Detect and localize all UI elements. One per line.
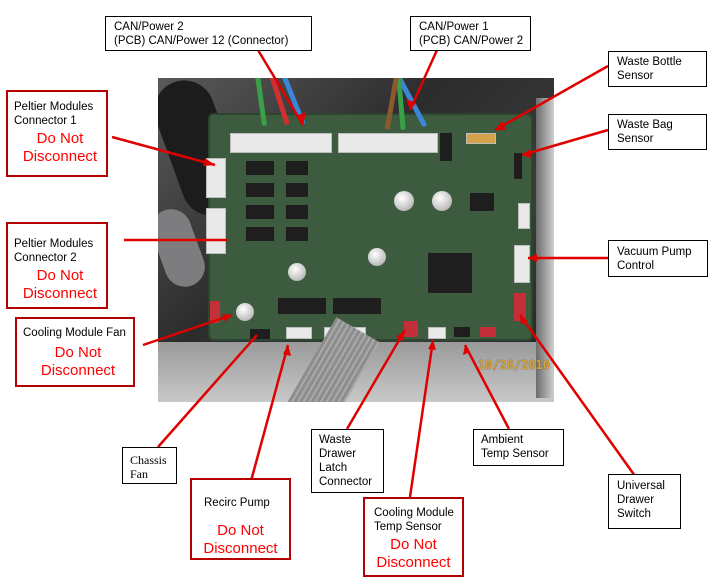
peltier-connector-1 [206, 158, 226, 198]
recirc-pump-label: Recirc Pump [204, 497, 270, 509]
chassis-wall [536, 98, 554, 398]
peltier-2-label: Peltier Modules Connector 2 [14, 238, 94, 264]
can-power-1-line1: CAN/Power 1 [419, 21, 489, 33]
top-black-connector [440, 133, 452, 161]
cooling-fan-connector [210, 301, 220, 323]
recirc-pump-warning: Do Not Disconnect [203, 522, 278, 557]
callout-ambient-temp-sensor: Ambient Temp Sensor [473, 429, 564, 466]
ambient-temp-sensor-label: Ambient Temp Sensor [481, 434, 549, 460]
peltier-connector-2 [206, 208, 226, 254]
callout-peltier-connector-2: Peltier Modules Connector 2 Do Not Disco… [6, 222, 108, 309]
callout-can-power-2: CAN/Power 2 (PCB) CAN/Power 12 (Connecto… [105, 16, 312, 51]
spare-red-connector [480, 327, 496, 337]
mosfet [286, 161, 308, 175]
callout-peltier-connector-1: Peltier Modules Connector 1 Do Not Disco… [6, 90, 108, 177]
vacuum-pump-connector [514, 245, 530, 283]
top-header-left [230, 133, 332, 153]
callout-cooling-module-fan: Cooling Module Fan Do Not Disconnect [15, 317, 135, 387]
side-connector [518, 203, 530, 229]
waste-bag-sensor-label: Waste Bag Sensor [617, 119, 673, 145]
callout-universal-drawer-switch: Universal Drawer Switch [608, 474, 681, 529]
cooling-fan-warning: Do Not Disconnect [40, 344, 116, 379]
cooling-fan-label: Cooling Module Fan [23, 327, 126, 339]
can-power-2-line2: (PCB) CAN/Power 12 (Connector) [114, 35, 289, 47]
universal-drawer-switch-label: Universal Drawer Switch [617, 480, 665, 520]
waste-drawer-latch-label: Waste Drawer Latch Connector [319, 434, 373, 488]
ic [470, 193, 494, 211]
microcontroller [428, 253, 472, 293]
cooling-temp-sensor-connector [428, 327, 446, 339]
callout-waste-bottle-sensor: Waste Bottle Sensor [608, 51, 707, 87]
mosfet [246, 205, 274, 219]
capacitor [432, 191, 452, 211]
waste-drawer-latch-connector [404, 321, 418, 337]
capacitor [368, 248, 386, 266]
top-header-right [338, 133, 438, 153]
peltier-2-warning: Do Not Disconnect [22, 267, 98, 302]
chassis-fan-connector [250, 329, 270, 339]
photo-date-stamp: 10/26/2010 [477, 358, 550, 372]
mosfet [286, 227, 308, 241]
driver-ic [333, 298, 381, 314]
callout-chassis-fan: Chassis Fan [122, 447, 177, 484]
cooling-temp-sensor-label: Cooling Module Temp Sensor [374, 507, 454, 533]
recirc-pump-connector [286, 327, 312, 339]
vacuum-pump-control-label: Vacuum Pump Control [617, 246, 692, 272]
can-power-2-line1: CAN/Power 2 [114, 21, 184, 33]
cooling-temp-sensor-warning: Do Not Disconnect [376, 536, 451, 571]
peltier-1-label: Peltier Modules Connector 1 [14, 101, 94, 127]
callout-waste-drawer-latch: Waste Drawer Latch Connector [311, 429, 384, 493]
callout-vacuum-pump-control: Vacuum Pump Control [608, 240, 708, 277]
mosfet [286, 205, 308, 219]
can-power-1-line2: (PCB) CAN/Power 2 [419, 35, 524, 47]
mosfet [246, 227, 274, 241]
mosfet [286, 183, 308, 197]
callout-waste-bag-sensor: Waste Bag Sensor [608, 114, 707, 150]
peltier-1-warning: Do Not Disconnect [22, 130, 98, 165]
ambient-temp-sensor-connector [454, 327, 470, 337]
waste-bottle-connector [466, 133, 496, 144]
mosfet [246, 161, 274, 175]
callout-cooling-temp-sensor: Cooling Module Temp Sensor Do Not Discon… [363, 497, 464, 577]
capacitor [236, 303, 254, 321]
circuit-board [206, 113, 533, 341]
capacitor [288, 263, 306, 281]
mosfet [246, 183, 274, 197]
chassis-fan-label: Chassis Fan [130, 453, 167, 481]
waste-bottle-sensor-label: Waste Bottle Sensor [617, 56, 682, 82]
callout-recirc-pump: Recirc Pump Do Not Disconnect [190, 478, 291, 560]
waste-bag-connector [514, 153, 522, 179]
callout-can-power-1: CAN/Power 1 (PCB) CAN/Power 2 [410, 16, 531, 51]
pcb-photo: 10/26/2010 [158, 78, 554, 402]
universal-drawer-switch-connector [514, 293, 526, 321]
capacitor [394, 191, 414, 211]
driver-ic [278, 298, 326, 314]
